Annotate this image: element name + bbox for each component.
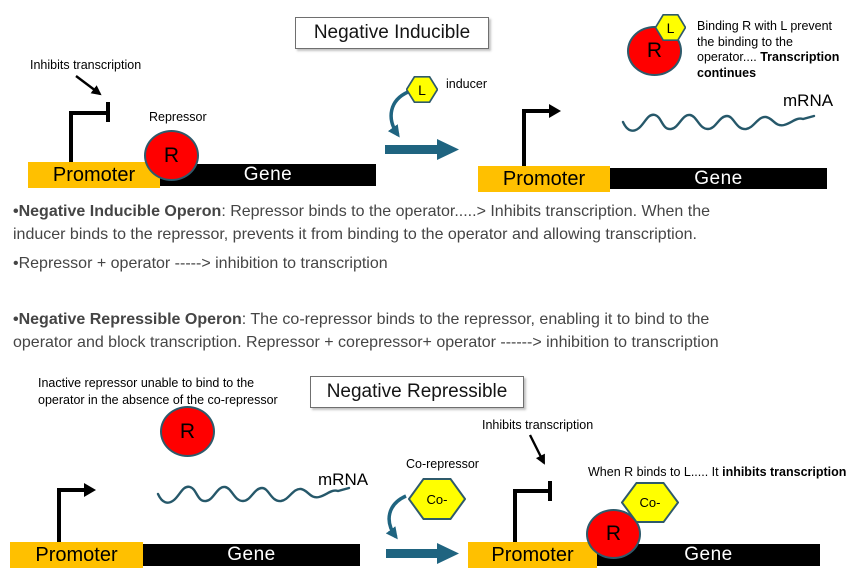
paragraph-heading: •Negative Repressible Operon	[13, 311, 242, 328]
binding-note-bold-text: Transcription continues	[697, 50, 840, 80]
repressor-letter: R	[179, 419, 196, 443]
repressor-operator-paragraph: •Repressor + operator -----> inhibition …	[13, 255, 388, 272]
complex-repressor-letter: R	[646, 39, 663, 62]
inhibition-tbar-cap	[106, 102, 110, 122]
promoter-box: Promoter	[10, 542, 143, 568]
transcription-start-arrow-arm	[57, 488, 85, 492]
negative-inducible-paragraph: •Negative Inducible Operon: Repressor bi…	[13, 200, 710, 246]
negative-repressible-paragraph: •Negative Repressible Operon: The co-rep…	[13, 308, 719, 354]
corepressor-binding-curved-arrow-icon	[385, 494, 407, 540]
inducer-label: inducer	[446, 77, 487, 91]
inactive-repressor-note: Inactive repressor unable to bind to the…	[38, 376, 278, 407]
hexagon-shape	[655, 14, 686, 41]
corepressor-hexagon-icon: Co-	[408, 478, 466, 520]
repressor-letter: R	[163, 143, 180, 167]
inhibition-tbar-cap	[548, 481, 552, 501]
paragraph-heading: •Negative Inducible Operon	[13, 203, 222, 220]
inhibition-tbar-stem	[513, 489, 517, 543]
complex-corepressor-letter: Co-	[639, 495, 661, 510]
hexagon-shape	[621, 482, 679, 523]
repressor-label: Repressor	[149, 110, 207, 124]
inhibition-pointer-arrow-icon	[75, 75, 102, 96]
binding-note-text: Binding R with L prevent the binding to …	[697, 19, 833, 64]
transition-thick-arrow-icon	[386, 543, 459, 564]
inactive-repressor-circle: R	[160, 406, 215, 457]
negative-inducible-title-box: Negative Inducible	[295, 17, 489, 49]
inducer-hexagon-icon: L	[406, 76, 438, 103]
hexagon-shape	[408, 478, 466, 520]
inhibition-tbar-arm	[513, 489, 551, 493]
corepressor-label: Co-repressor	[406, 457, 479, 471]
repressor-circle: R	[144, 130, 199, 181]
gene-box: Gene	[143, 544, 360, 566]
complex-inducer-letter: L	[666, 19, 675, 36]
complex-corepressor-hexagon-icon: Co-	[621, 482, 679, 523]
inhibits-transcription-label: Inhibits transcription	[30, 58, 142, 72]
mrna-label: mRNA	[783, 91, 834, 110]
inhibition-tbar-stem	[69, 111, 73, 163]
transcription-start-arrow-stem	[57, 488, 61, 543]
transcription-start-arrow-arm	[522, 109, 550, 113]
negative-repressible-title-box: Negative Repressible	[310, 376, 524, 408]
gene-box: Gene	[597, 544, 820, 566]
inducer-binding-curved-arrow-icon	[387, 90, 409, 138]
hexagon-shape	[406, 76, 438, 103]
paragraph-body: : Repressor binds to the operator.....> …	[13, 203, 711, 243]
promoter-box: Promoter	[468, 542, 597, 568]
gene-box: Gene	[160, 164, 376, 186]
corepressor-letter: Co-	[426, 491, 448, 507]
when-r-binds-note: When R binds to L..... It inhibits trans…	[588, 465, 846, 481]
when-r-binds-bold-text: inhibits transcription	[722, 465, 847, 479]
complex-inducer-hexagon-icon: L	[655, 14, 686, 41]
mrna-label: mRNA	[318, 470, 369, 489]
mrna-squiggle-icon	[621, 113, 816, 132]
transcription-start-arrowhead-icon	[549, 104, 561, 118]
gene-box: Gene	[610, 168, 827, 189]
inhibition-pointer-arrow-icon	[528, 434, 546, 465]
promoter-box: Promoter	[28, 162, 160, 188]
inducer-letter: L	[418, 81, 426, 98]
transcription-start-arrowhead-icon	[84, 483, 96, 497]
when-r-binds-text: When R binds to L..... It	[588, 465, 723, 479]
binding-note: Binding R with L prevent the binding to …	[697, 19, 839, 81]
complex-repressor-letter: R	[605, 522, 622, 545]
paragraph-body: : The co-repressor binds to the represso…	[13, 311, 719, 351]
mrna-squiggle-icon	[156, 485, 351, 504]
repressor-corepressor-complex-circle: R	[586, 509, 641, 559]
inhibits-transcription-label: Inhibits transcription	[482, 418, 594, 432]
transcription-start-arrow-stem	[522, 109, 526, 167]
inhibition-tbar-arm	[69, 111, 109, 115]
transition-thick-arrow-icon	[385, 139, 459, 160]
promoter-box: Promoter	[478, 166, 610, 192]
